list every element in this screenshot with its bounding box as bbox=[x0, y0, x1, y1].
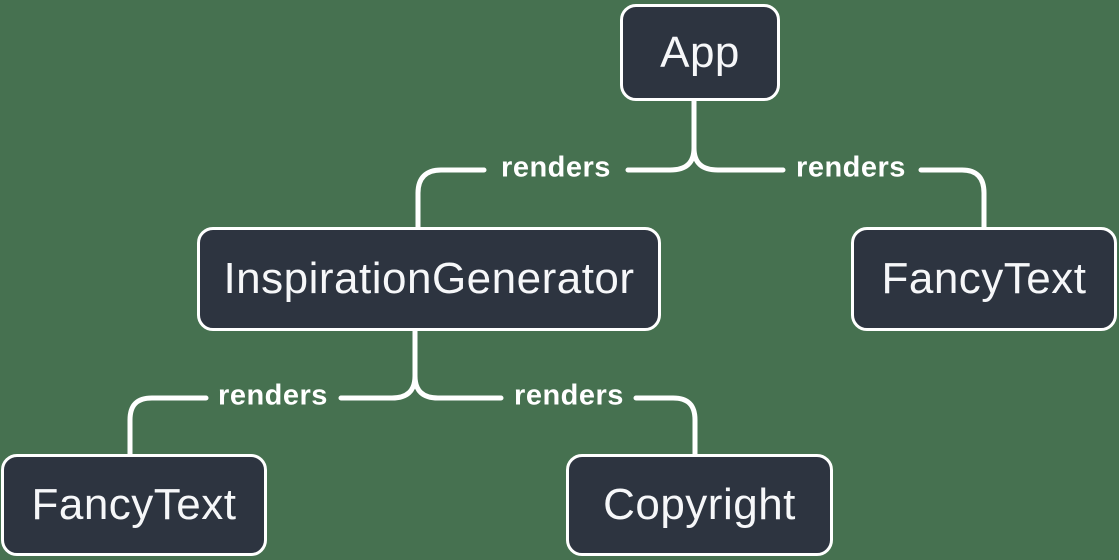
edge-app-fancytext-b bbox=[918, 167, 987, 230]
edge-inspiration-copyright-b bbox=[633, 395, 698, 457]
node-fancy-text-bottom: FancyText bbox=[1, 454, 267, 556]
edge-label-inspiration-fancytext: renders bbox=[218, 379, 328, 412]
node-app-label: App bbox=[660, 27, 740, 77]
node-inspiration-generator-label: InspirationGenerator bbox=[223, 254, 635, 303]
node-fancy-text-top-label: FancyText bbox=[881, 254, 1087, 303]
edge-inspiration-copyright-a bbox=[412, 373, 504, 401]
edge-app-inspiration-b bbox=[415, 167, 487, 230]
node-app: App bbox=[620, 4, 780, 101]
node-copyright: Copyright bbox=[566, 454, 833, 556]
edge-app-fancytext-a bbox=[691, 145, 786, 173]
edge-label-app-inspiration: renders bbox=[501, 151, 611, 184]
edge-inspiration-fancytext-b bbox=[127, 395, 209, 457]
node-fancy-text-top: FancyText bbox=[851, 227, 1117, 331]
edge-inspiration-fancytext-a bbox=[338, 373, 418, 401]
node-fancy-text-bottom-label: FancyText bbox=[31, 480, 237, 529]
edge-app-inspiration-a bbox=[625, 145, 697, 173]
node-copyright-label: Copyright bbox=[603, 480, 796, 529]
edge-label-inspiration-copyright: renders bbox=[514, 379, 624, 412]
node-inspiration-generator: InspirationGenerator bbox=[197, 227, 661, 331]
edge-label-app-fancytext: renders bbox=[796, 151, 906, 184]
